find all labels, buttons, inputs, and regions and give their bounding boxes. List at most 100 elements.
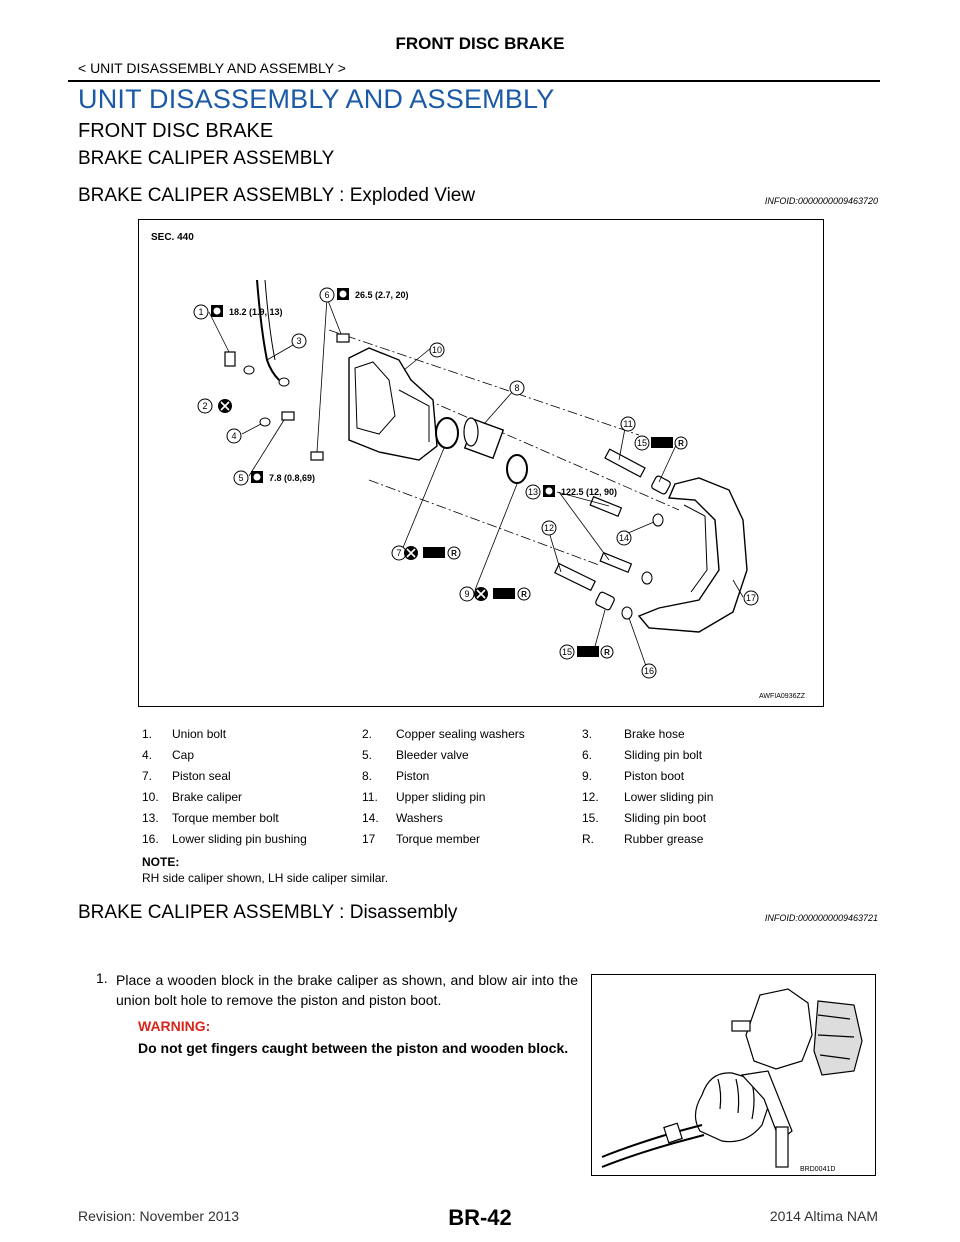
callout-13: 13 <box>525 484 541 500</box>
page-header-subtitle: < UNIT DISASSEMBLY AND ASSEMBLY > <box>78 60 346 76</box>
callout-14: 14 <box>616 530 632 546</box>
legend-label: Brake hose <box>624 727 685 741</box>
svg-text:12: 12 <box>544 523 554 533</box>
legend-num: R. <box>582 832 594 846</box>
legend-num: 11. <box>362 790 378 804</box>
svg-text:7: 7 <box>396 548 401 558</box>
legend-num: 4. <box>142 748 153 762</box>
disassembly-heading: BRAKE CALIPER ASSEMBLY : Disassembly <box>78 902 458 923</box>
legend-label: Piston boot <box>624 769 685 783</box>
sec-label: SEC. 440 <box>151 232 194 243</box>
callout-8: 8 <box>509 380 525 396</box>
legend-label: Upper sliding pin <box>396 790 486 804</box>
svg-text:3: 3 <box>296 336 301 346</box>
svg-text:17: 17 <box>746 593 756 603</box>
callout-7: 7 <box>391 545 407 561</box>
warning-label: WARNING: <box>138 1018 211 1034</box>
svg-text:6: 6 <box>324 290 329 300</box>
legend-num: 15. <box>582 811 599 825</box>
legend-num: 13. <box>142 811 159 825</box>
disassembly-figure-code: BRD0041D <box>800 1166 835 1173</box>
callout-5: 5 <box>233 470 249 486</box>
step-text: Place a wooden block in the brake calipe… <box>116 972 578 1008</box>
callout-15-lower: 15 <box>559 644 575 660</box>
legend-num: 6. <box>582 748 593 762</box>
disassembly-drawing: BRD0041D <box>601 988 863 1173</box>
exploded-view-code: AWFIA0936ZZ <box>759 693 806 700</box>
svg-text:11: 11 <box>623 419 632 429</box>
legend-num: 16. <box>142 832 159 846</box>
subsection-title: FRONT DISC BRAKE <box>78 120 274 142</box>
svg-text:15: 15 <box>637 438 647 448</box>
callout-11: 11 <box>620 416 636 432</box>
legend-num: 12. <box>582 790 599 804</box>
legend-label: Torque member bolt <box>172 811 279 825</box>
svg-text:R: R <box>451 549 457 558</box>
legend-label: Brake caliper <box>172 790 243 804</box>
callout-3: 3 <box>291 333 307 349</box>
legend-num: 14. <box>362 811 379 825</box>
legend-num: 2. <box>362 727 373 741</box>
callout-15-upper: 15 <box>634 435 650 451</box>
step-number: 1. <box>96 970 108 986</box>
svg-text:8: 8 <box>514 383 519 393</box>
svg-text:4: 4 <box>231 431 236 441</box>
svg-text:2: 2 <box>202 401 207 411</box>
legend-label: Bleeder valve <box>396 748 469 762</box>
legend-label: Cap <box>172 748 195 762</box>
exploded-view-drawing: SEC. 440 <box>151 232 806 700</box>
grease-mark-15-upper: R <box>651 436 688 450</box>
callout-4: 4 <box>226 428 242 444</box>
note-text: RH side caliper shown, LH side caliper s… <box>142 871 389 885</box>
component-title: BRAKE CALIPER ASSEMBLY <box>78 148 335 169</box>
torque-6: 26.5 (2.7, 20) <box>355 290 409 300</box>
callout-6: 6 <box>319 287 335 303</box>
callout-10: 10 <box>429 342 445 358</box>
callout-12: 12 <box>541 520 557 536</box>
legend-num: 7. <box>142 769 153 783</box>
exploded-view-info-id: INFOID:0000000009463720 <box>764 196 878 206</box>
svg-text:10: 10 <box>432 345 442 355</box>
svg-text:1: 1 <box>198 307 203 317</box>
legend-label: Rubber grease <box>624 832 704 846</box>
parts-legend: 1. Union bolt 2. Copper sealing washers … <box>138 727 824 852</box>
legend-num: 17 <box>362 832 376 846</box>
legend-label: Piston seal <box>172 769 231 783</box>
svg-text:R: R <box>521 590 527 599</box>
legend-label: Lower sliding pin <box>624 790 714 804</box>
torque-5: 7.8 (0.8,69) <box>269 473 315 483</box>
torque-1: 18.2 (1.9, 13) <box>229 307 283 317</box>
svg-text:5: 5 <box>238 473 243 483</box>
callout-9: 9 <box>459 586 475 602</box>
svg-text:R: R <box>678 439 684 448</box>
legend-num: 10. <box>142 790 159 804</box>
svg-text:16: 16 <box>644 666 654 676</box>
legend-label: Union bolt <box>172 727 227 741</box>
svg-text:9: 9 <box>464 589 469 599</box>
callout-2: 2 <box>197 398 213 414</box>
legend-num: 8. <box>362 769 373 783</box>
section-title: UNIT DISASSEMBLY AND ASSEMBLY <box>78 84 555 114</box>
header-divider <box>68 80 880 82</box>
svg-text:13: 13 <box>528 487 538 497</box>
page-number: BR-42 <box>448 1205 512 1230</box>
page-header-title: FRONT DISC BRAKE <box>395 34 565 53</box>
torque-13: 122.5 (12, 90) <box>561 487 617 497</box>
callout-17: 17 <box>743 590 759 606</box>
footer-model: 2014 Altima NAM <box>769 1208 878 1224</box>
grease-mark-15-lower: R <box>577 645 614 659</box>
legend-label: Piston <box>396 769 430 783</box>
legend-num: 1. <box>142 727 153 741</box>
disassembly-info-id: INFOID:0000000009463721 <box>764 913 878 923</box>
legend-label: Torque member <box>396 832 481 846</box>
legend-num: 3. <box>582 727 593 741</box>
grease-mark-9: R <box>493 587 531 601</box>
exploded-view-heading: BRAKE CALIPER ASSEMBLY : Exploded View <box>78 185 476 206</box>
callout-16: 16 <box>641 663 657 679</box>
svg-text:R: R <box>604 648 610 657</box>
exploded-view-figure: SEC. 440 <box>138 219 824 707</box>
grease-mark-7: R <box>423 546 461 560</box>
legend-label: Sliding pin boot <box>624 811 707 825</box>
svg-text:14: 14 <box>619 533 629 543</box>
legend-label: Lower sliding pin bushing <box>172 832 307 846</box>
